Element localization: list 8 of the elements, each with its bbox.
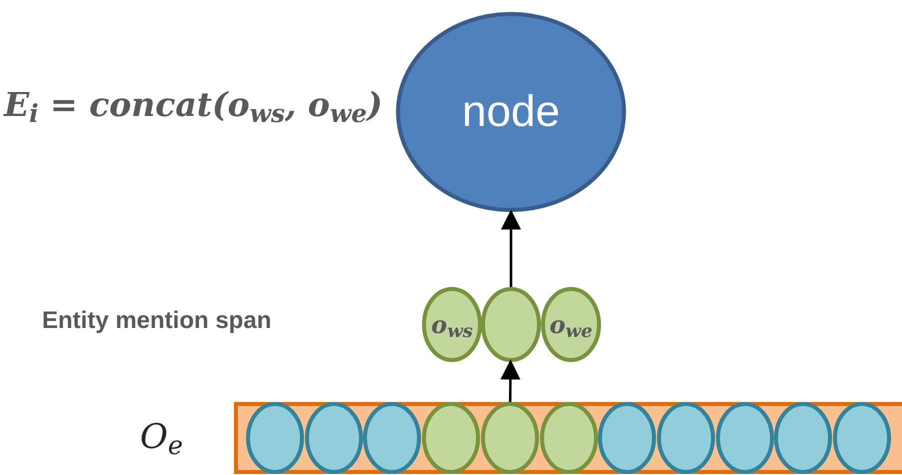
arrow bbox=[500, 360, 520, 402]
span-caption: Entity mention span bbox=[42, 306, 272, 336]
formula: E$_{i}$ = concat(o$_{ws}$, o$_{we}$) bbox=[4, 84, 384, 130]
sequence-label: O$_{e}$ bbox=[140, 416, 183, 463]
vector-label: o$_{we}$ bbox=[550, 312, 592, 336]
node-label: node bbox=[462, 90, 560, 134]
arrow bbox=[501, 210, 521, 287]
vector-label: o$_{ws}$ bbox=[431, 312, 473, 336]
